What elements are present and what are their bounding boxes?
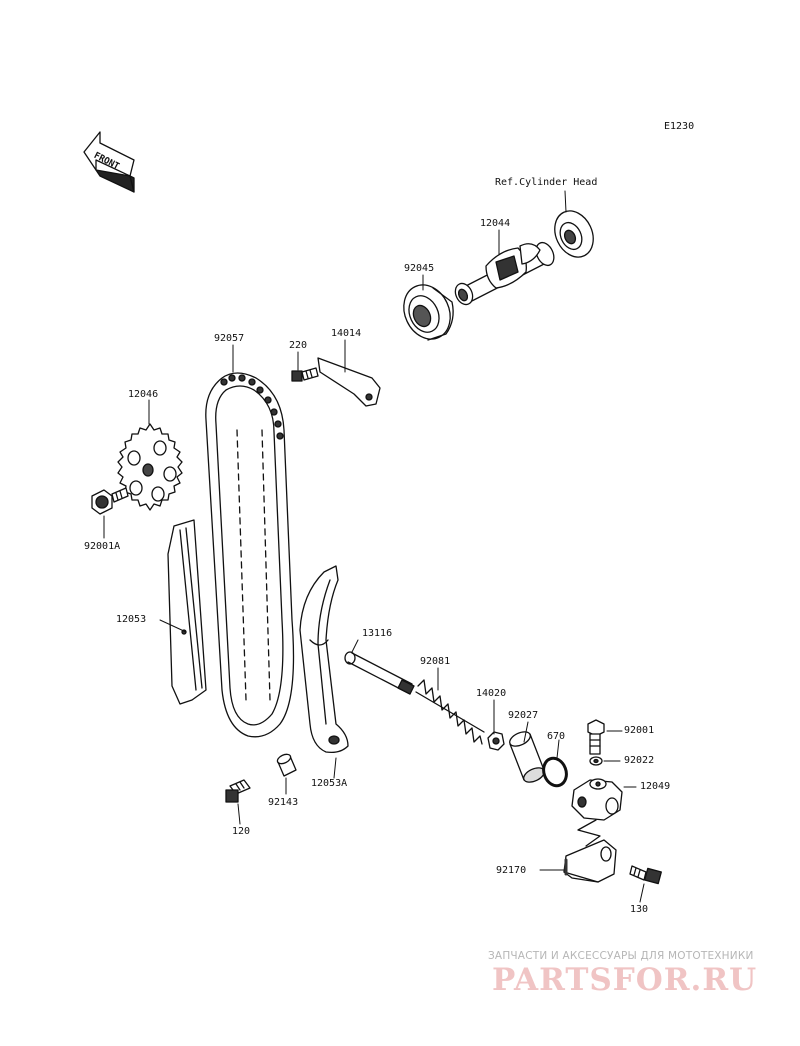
front-arrow-icon <box>83 131 135 193</box>
part-label-12046: 12046 <box>128 389 159 400</box>
tensioner-body <box>571 778 623 821</box>
tensioner-rod <box>344 651 415 695</box>
part-label-12053A: 12053A <box>311 778 348 789</box>
leader-lines <box>103 190 645 903</box>
cam-chain <box>205 372 295 738</box>
part-label-12053: 12053 <box>116 614 147 625</box>
o-ring <box>542 756 568 788</box>
part-label-12044: 12044 <box>480 218 511 229</box>
tensioner-guide <box>299 565 349 754</box>
part-label-92001: 92001 <box>624 725 655 736</box>
part-label-670: 670 <box>547 731 566 742</box>
part-label-92170: 92170 <box>496 865 527 876</box>
chain-guide <box>167 519 207 705</box>
diagram-code: E1230 <box>664 121 695 132</box>
tensioner-nut <box>487 731 505 751</box>
part-label-14020: 14020 <box>476 688 507 699</box>
tensioner-bolt <box>587 719 605 755</box>
gasket <box>563 819 617 883</box>
guide-bolt <box>225 779 251 803</box>
cam-sprocket <box>117 423 183 511</box>
tensioner-bushing <box>509 731 545 783</box>
part-label-92001A: 92001A <box>84 541 121 552</box>
part-label-92027: 92027 <box>508 710 539 721</box>
part-label-120: 120 <box>232 826 251 837</box>
watermark-tagline: ЗАПЧАСТИ И АКСЕССУАРЫ ДЛЯ МОТОТЕХНИКИ <box>488 950 754 962</box>
watermark-logo: PARTSFOR.RU <box>492 962 758 998</box>
ref-cylinder-head-label: Ref.Cylinder Head <box>495 177 598 188</box>
part-label-92081: 92081 <box>420 656 451 667</box>
bearing <box>403 284 454 341</box>
part-label-13116: 13116 <box>362 628 393 639</box>
part-label-220: 220 <box>289 340 308 351</box>
part-label-92022: 92022 <box>624 755 655 766</box>
dowel-pin <box>276 753 297 777</box>
chain-guide-plate <box>317 357 381 407</box>
part-label-12049: 12049 <box>640 781 671 792</box>
part-label-92057: 92057 <box>214 333 245 344</box>
sprocket-bolt <box>91 487 129 515</box>
tensioner-spring <box>415 679 485 745</box>
camshaft <box>454 241 555 306</box>
bolt-220 <box>291 367 319 382</box>
part-label-92045: 92045 <box>404 263 435 274</box>
part-label-130: 130 <box>630 904 649 915</box>
part-label-92143: 92143 <box>268 797 299 808</box>
part-label-14014: 14014 <box>331 328 362 339</box>
washer <box>589 756 603 766</box>
cylinder-head-bearing <box>554 210 594 258</box>
tensioner-mount-bolt <box>629 865 662 885</box>
